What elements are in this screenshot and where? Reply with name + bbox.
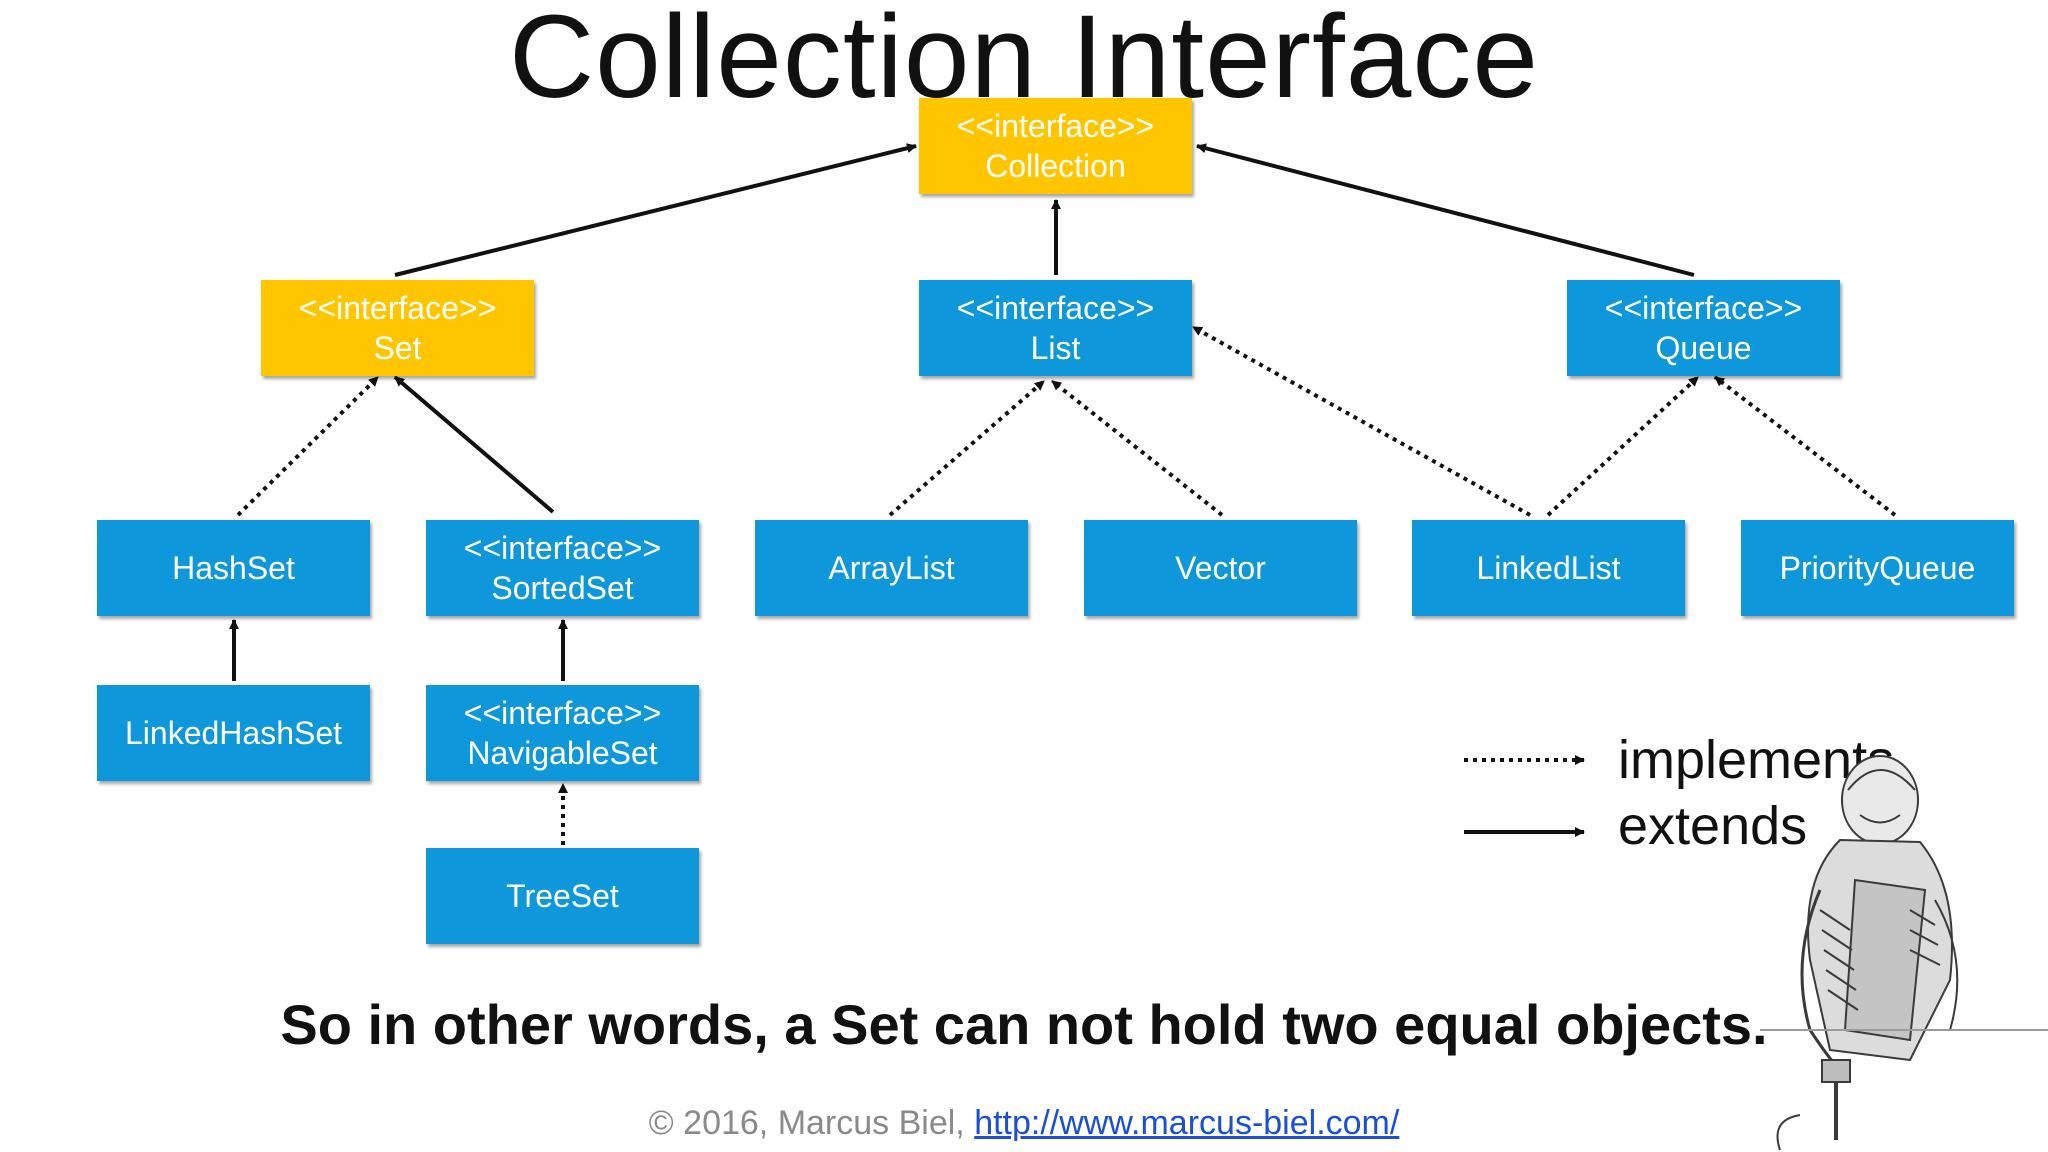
node-treeset-name: TreeSet — [506, 878, 619, 914]
edge-linkedlist-implements-queue — [1546, 375, 1700, 517]
node-navigableset: <<interface>> NavigableSet — [426, 685, 699, 781]
node-vector: Vector — [1084, 520, 1357, 616]
edge-linkedlist-implements-list — [1192, 325, 1531, 517]
node-vector-name: Vector — [1175, 550, 1266, 586]
node-sortedset: <<interface>> SortedSet — [426, 520, 699, 616]
edge-sortedset-extends-set — [393, 375, 555, 514]
edge-vector-implements-list — [1050, 379, 1224, 517]
node-navigableset-name: NavigableSet — [467, 735, 658, 771]
footer-link[interactable]: http://www.marcus-biel.com/ — [974, 1104, 1400, 1142]
node-priorityqueue-name: PriorityQueue — [1779, 550, 1976, 586]
node-hashset: HashSet — [97, 520, 370, 616]
node-hashset-name: HashSet — [172, 550, 295, 586]
node-list-name: List — [1030, 330, 1081, 366]
node-queue-name: Queue — [1655, 330, 1752, 366]
node-sortedset-name: SortedSet — [491, 570, 634, 606]
edge-hashset-implements-set — [236, 375, 380, 517]
node-linkedlist: LinkedList — [1412, 520, 1685, 616]
node-priorityqueue: PriorityQueue — [1741, 520, 2014, 616]
footer: © 2016, Marcus Biel, http://www.marcus-b… — [0, 1101, 2048, 1145]
page-title: Collection Interface — [508, 0, 1540, 123]
node-collection: <<interface>> Collection — [919, 98, 1192, 194]
node-linkedlist-name: LinkedList — [1476, 550, 1621, 586]
node-set: <<interface>> Set — [261, 280, 534, 376]
node-treeset: TreeSet — [426, 848, 699, 944]
node-arraylist: ArrayList — [755, 520, 1028, 616]
footer-copyright: © 2016, Marcus Biel, — [648, 1104, 965, 1142]
node-linkedhashset: LinkedHashSet — [97, 685, 370, 781]
node-set-name: Set — [373, 330, 422, 366]
node-collection-name: Collection — [985, 148, 1126, 184]
caption-sentence: So in other words, a Set can not hold tw… — [280, 993, 1768, 1056]
edge-queue-extends-collection — [1196, 143, 1695, 277]
edge-set-extends-collection — [394, 143, 917, 277]
craftsman-sketch-image — [1760, 755, 2048, 1151]
node-navigableset-stereotype: <<interface>> — [463, 695, 662, 731]
node-queue: <<interface>> Queue — [1567, 280, 1840, 376]
node-list-stereotype: <<interface>> — [956, 290, 1155, 326]
node-collection-stereotype: <<interface>> — [956, 108, 1155, 144]
legend-extends-label: extends — [1618, 796, 1808, 856]
node-linkedhashset-name: LinkedHashSet — [124, 715, 343, 751]
node-queue-stereotype: <<interface>> — [1604, 290, 1803, 326]
edge-priorityqueue-implements-queue — [1713, 375, 1897, 517]
node-arraylist-name: ArrayList — [828, 550, 955, 586]
node-set-stereotype: <<interface>> — [298, 290, 497, 326]
node-list: <<interface>> List — [919, 280, 1192, 376]
edge-arraylist-implements-list — [888, 379, 1046, 517]
node-sortedset-stereotype: <<interface>> — [463, 530, 662, 566]
